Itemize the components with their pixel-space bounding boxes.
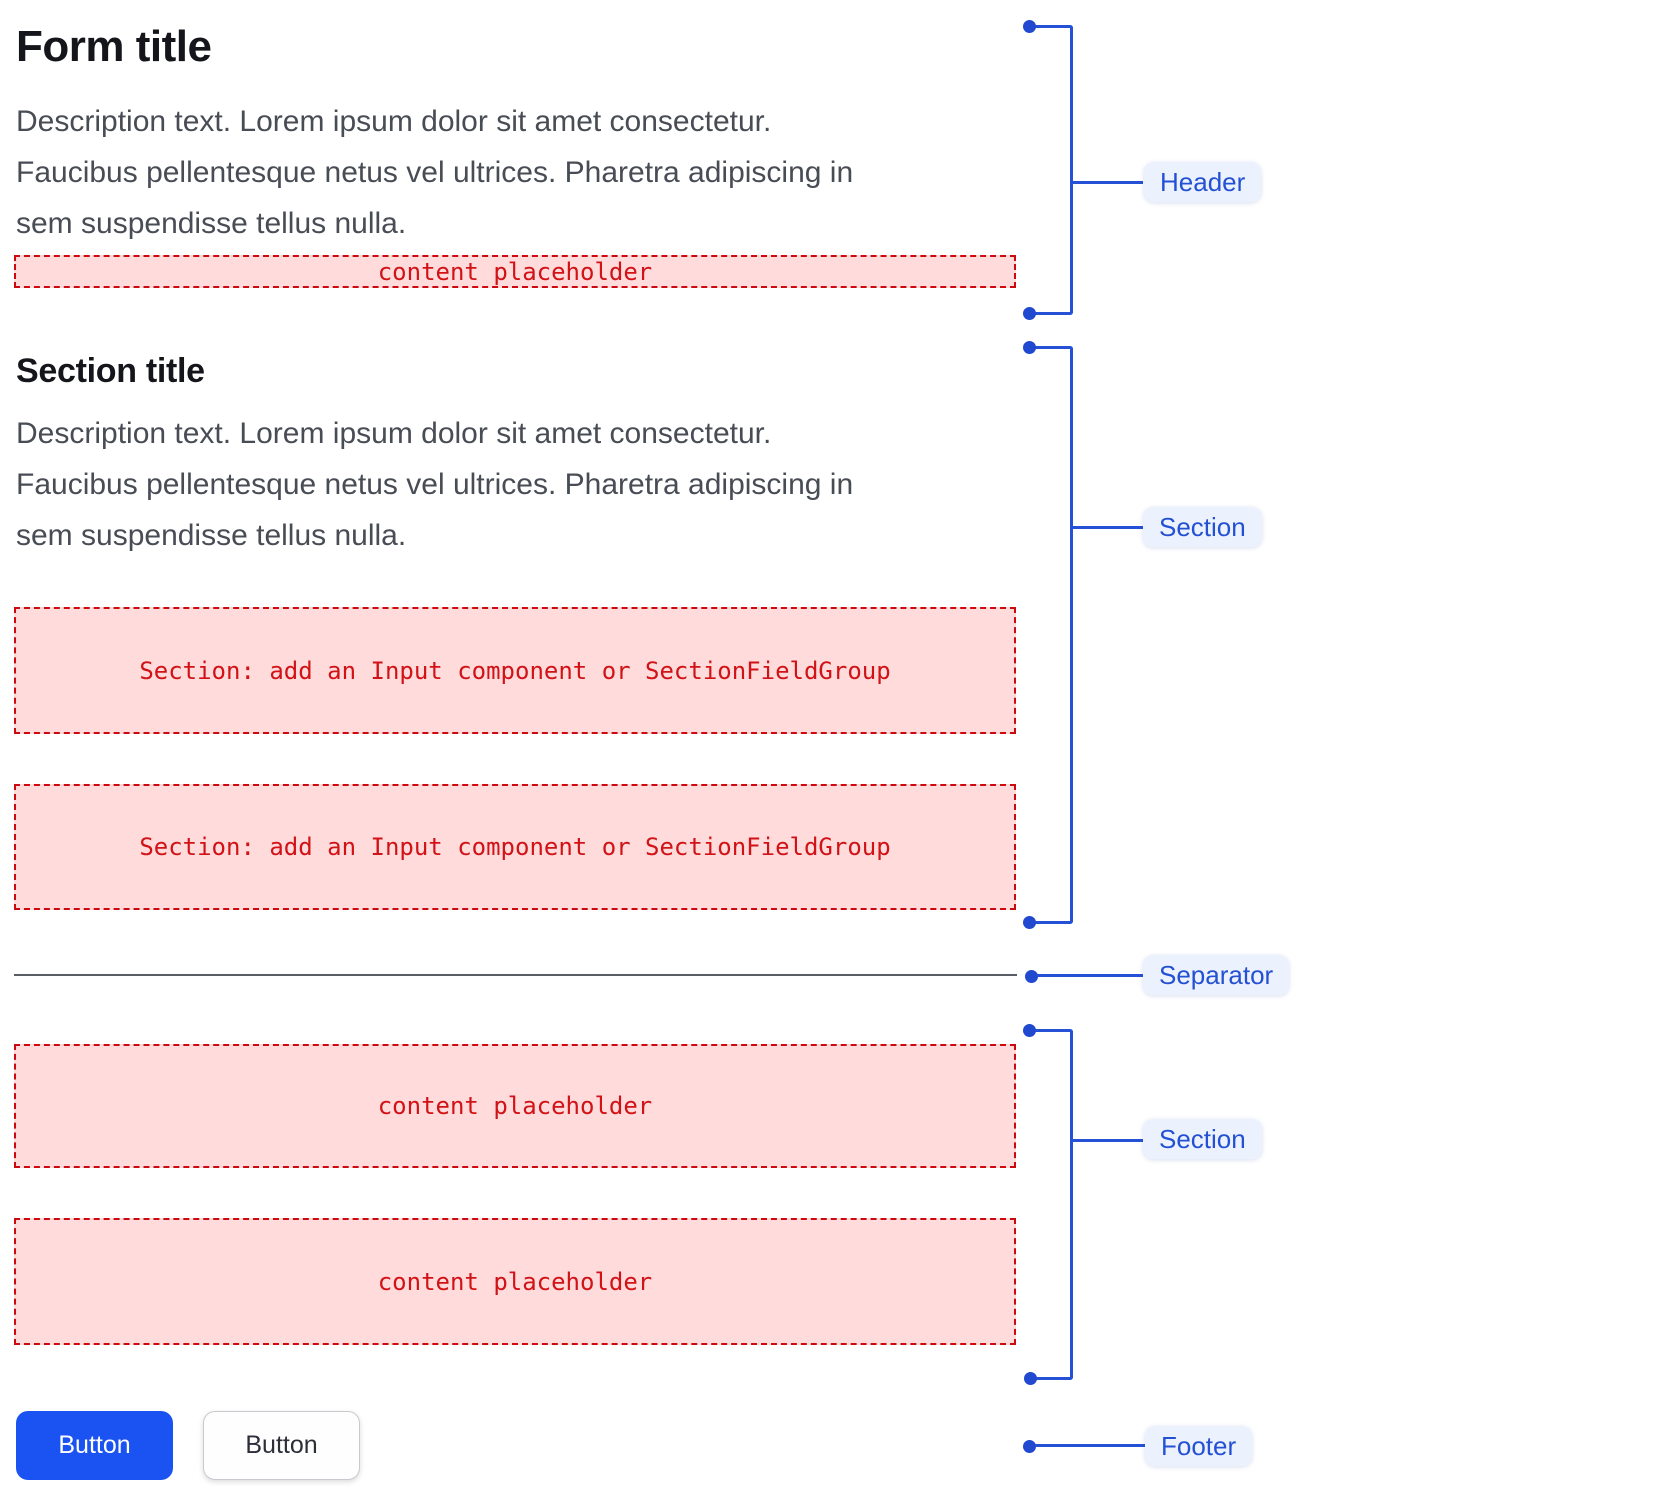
connector-line [1035, 1444, 1145, 1447]
header-content-placeholder: content placeholder [14, 255, 1016, 288]
section-description: Description text. Lorem ipsum dolor sit … [16, 408, 853, 561]
connector-dot [1024, 969, 1038, 983]
connector-dot [1023, 1371, 1037, 1385]
connector-line [1071, 1139, 1143, 1142]
section-bottom-bracket-line [1033, 1029, 1073, 1380]
annotation-label-section: Section [1143, 507, 1262, 547]
form-title: Form title [16, 22, 212, 71]
connector-dot [1022, 340, 1036, 354]
annotation-label-section: Section [1143, 1119, 1262, 1159]
form-description: Description text. Lorem ipsum dolor sit … [16, 96, 853, 249]
section-top-bracket-line [1033, 346, 1073, 924]
connector-dot [1022, 915, 1036, 929]
section-description-line: Description text. Lorem ipsum dolor sit … [16, 417, 772, 450]
primary-button[interactable]: Button [16, 1411, 173, 1480]
separator-line [14, 974, 1017, 976]
connector-dot [1022, 1023, 1036, 1037]
section-content-placeholder: content placeholder [14, 1218, 1016, 1345]
form-description-line: Description text. Lorem ipsum dolor sit … [16, 105, 772, 138]
connector-dot [1022, 19, 1036, 33]
connector-dot [1022, 306, 1036, 320]
header-bracket-line [1033, 25, 1073, 315]
form-description-line: sem suspendisse tellus nulla. [16, 207, 407, 240]
connector-line [1071, 181, 1143, 184]
connector-line [1071, 526, 1143, 529]
secondary-button[interactable]: Button [203, 1411, 360, 1480]
section-content-placeholder: content placeholder [14, 1044, 1016, 1168]
form-description-line: Faucibus pellentesque netus vel ultrices… [16, 156, 854, 189]
connector-dot [1022, 1439, 1036, 1453]
section-input-placeholder: Section: add an Input component or Secti… [14, 607, 1016, 734]
annotation-label-footer: Footer [1145, 1426, 1253, 1466]
section-description-line: sem suspendisse tellus nulla. [16, 519, 407, 552]
annotation-label-header: Header [1144, 162, 1262, 202]
section-title: Section title [16, 352, 205, 390]
connector-line [1037, 974, 1143, 977]
section-input-placeholder: Section: add an Input component or Secti… [14, 784, 1016, 910]
annotation-label-separator: Separator [1143, 955, 1290, 995]
section-description-line: Faucibus pellentesque netus vel ultrices… [16, 468, 854, 501]
